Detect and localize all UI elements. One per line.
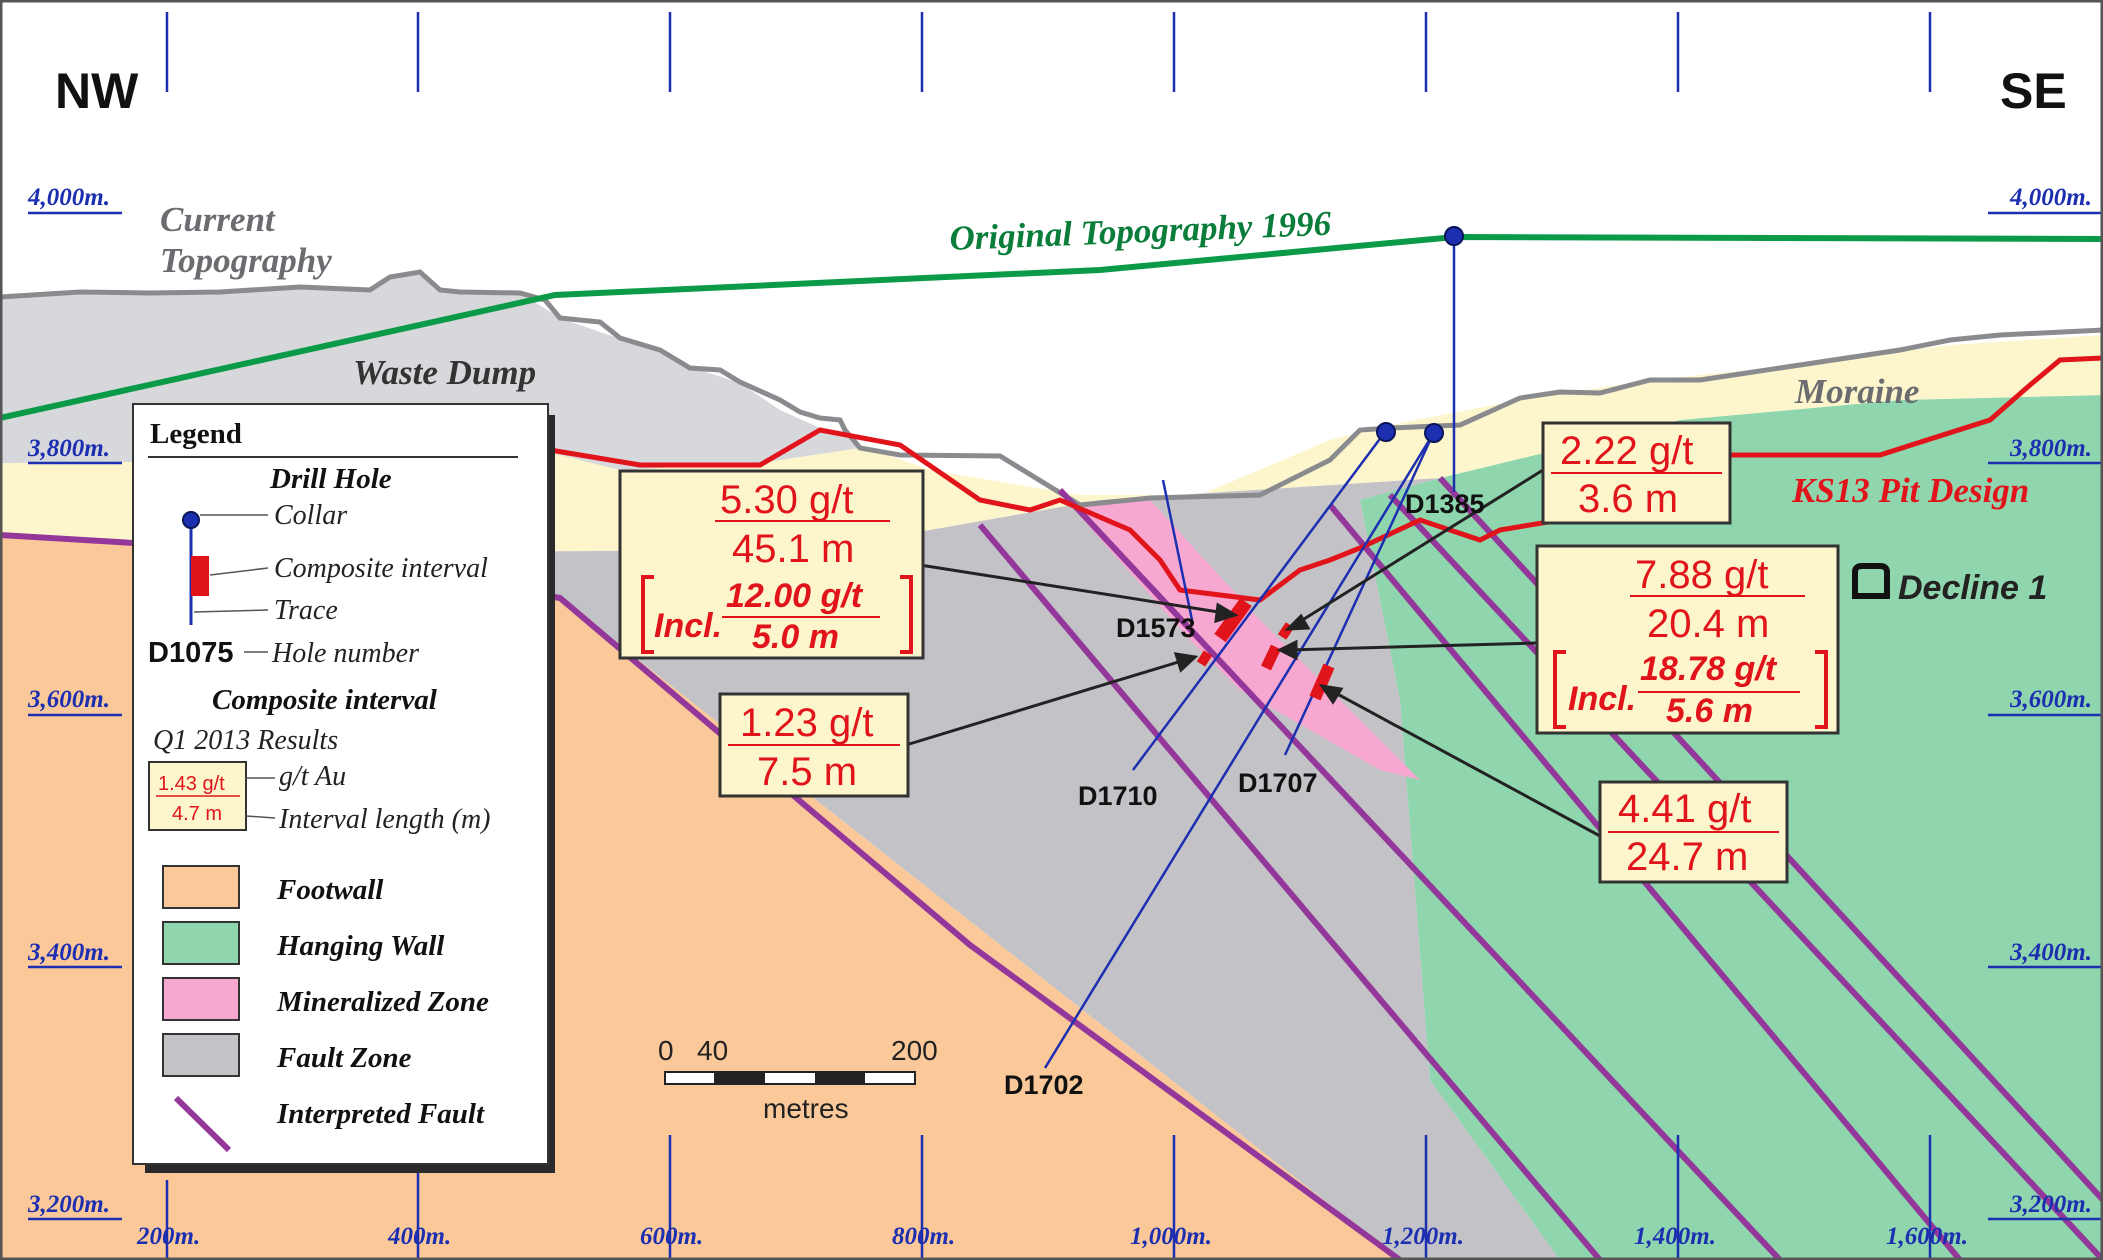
hole-label-d1702: D1702 — [1004, 1070, 1084, 1100]
legend-composite-heading: Composite interval — [212, 684, 438, 716]
elevation-right-4000: 4,000m. — [2009, 184, 2092, 211]
easting-1600: 1,600m. — [1886, 1223, 1968, 1250]
drill-traces — [1043, 238, 1456, 1069]
elevation-left-4000: 4,000m. — [27, 184, 110, 211]
legend-footwall: Footwall — [276, 874, 384, 906]
legend: Legend Drill Hole Collar Composite inter… — [132, 403, 555, 1173]
elevation-right-3200: 3,200m. — [2009, 1191, 2092, 1218]
legend-hanging-wall-swatch — [162, 921, 240, 965]
callout-4-grade: 7.88 g/t — [1635, 553, 1768, 597]
legend-grade-unit: g/t Au — [279, 761, 346, 792]
callout-1-length: 45.1 m — [732, 527, 854, 571]
callout-1-grade: 5.30 g/t — [720, 478, 853, 522]
legend-mineralized-zone: Mineralized Zone — [276, 986, 489, 1018]
current-topography-line — [0, 269, 2103, 508]
legend-fault-zone: Fault Zone — [276, 1042, 412, 1074]
collar-d1707 — [1424, 423, 1444, 443]
scale-tick-0: 0 — [658, 1035, 674, 1066]
callout-4-incl-length: 5.6 m — [1666, 692, 1753, 730]
callout-2-22: 2.22 g/t 3.6 m — [1541, 421, 1732, 525]
callout-2-grade: 1.23 g/t — [740, 701, 873, 745]
legend-interpreted-fault: Interpreted Fault — [276, 1098, 485, 1130]
easting-1000: 1,000m. — [1130, 1223, 1212, 1250]
easting-1200: 1,200m. — [1382, 1223, 1464, 1250]
callout-4-incl: Incl. — [1568, 680, 1636, 718]
elevation-left-3200: 3,200m. — [27, 1191, 110, 1218]
legend-fault-zone-swatch — [162, 1033, 240, 1077]
legend-trace: Trace — [274, 595, 338, 626]
direction-se: SE — [2000, 63, 2067, 119]
legend-mineralized-swatch — [162, 977, 240, 1021]
legend-length-desc: Interval length (m) — [278, 804, 491, 835]
legend-fault-line-swatch — [173, 1095, 232, 1153]
callout-7-88: 7.88 g/t 20.4 m Incl. 18.78 g/t 5.6 m — [1535, 544, 1840, 735]
callout-1-23: 1.23 g/t 7.5 m — [718, 692, 910, 798]
callout-5-length: 24.7 m — [1626, 835, 1748, 879]
easting-600: 600m. — [640, 1223, 703, 1250]
callout-3-grade: 2.22 g/t — [1560, 429, 1693, 473]
collar-d1385 — [1444, 226, 1464, 246]
legend-collar: Collar — [274, 500, 347, 531]
original-topography-line — [0, 233, 2103, 421]
callout-4-41: 4.41 g/t 24.7 m — [1598, 780, 1789, 884]
elevation-right-3800: 3,800m. — [2009, 435, 2092, 462]
easting-1400: 1,400m. — [1634, 1223, 1716, 1250]
callout-4-length: 20.4 m — [1647, 602, 1769, 646]
scale-tick-40: 40 — [697, 1035, 728, 1066]
scale-bar — [664, 1071, 916, 1085]
easting-200: 200m. — [136, 1223, 200, 1250]
hole-label-d1710: D1710 — [1078, 781, 1158, 811]
callout-arrows — [905, 468, 1601, 838]
legend-composite: Composite interval — [274, 553, 488, 584]
easting-400: 400m. — [387, 1223, 451, 1250]
callout-1-incl: Incl. — [654, 607, 722, 645]
easting-800: 800m. — [892, 1223, 955, 1250]
waste-dump-label: Waste Dump — [353, 353, 536, 392]
pit-design-line — [519, 355, 2103, 603]
callout-2-length: 7.5 m — [757, 750, 857, 794]
callout-3-length: 3.6 m — [1578, 477, 1678, 521]
decline-icon — [1852, 563, 1890, 599]
drill-collars — [1376, 226, 1464, 443]
legend-sample-length: 4.7 m — [172, 803, 222, 825]
current-topography-label-1: Current — [160, 200, 276, 239]
elevation-right-3600: 3,600m. — [2009, 686, 2092, 713]
legend-hole-example: D1075 — [148, 637, 233, 669]
callout-4-incl-grade: 18.78 g/t — [1640, 650, 1778, 688]
legend-hanging-wall: Hanging Wall — [276, 930, 445, 962]
callout-1-incl-grade: 12.00 g/t — [726, 577, 864, 615]
legend-title: Legend — [150, 418, 242, 450]
current-topography-label-2: Topography — [160, 241, 332, 280]
elevation-left-3800: 3,800m. — [27, 435, 110, 462]
legend-footwall-swatch — [162, 865, 240, 909]
callout-5-30: 5.30 g/t 45.1 m Incl. 12.00 g/t 5.0 m — [618, 469, 925, 660]
collar-d1710 — [1376, 422, 1396, 442]
decline-label: Decline 1 — [1898, 569, 2047, 607]
callout-1-incl-length: 5.0 m — [752, 618, 839, 656]
original-topography-label: Original Topography 1996 — [949, 204, 1333, 258]
moraine-label: Moraine — [1794, 372, 1919, 411]
mineralized-zone-area — [1070, 500, 1420, 780]
legend-sample-grade: 1.43 g/t — [158, 773, 225, 795]
hole-label-d1385: D1385 — [1405, 489, 1485, 519]
grid-ticks — [28, 12, 2103, 1260]
composite-intervals — [1196, 597, 1335, 701]
legend-hole-number: Hole number — [271, 638, 419, 669]
legend-results: Q1 2013 Results — [153, 725, 338, 756]
legend-drill-hole: Drill Hole — [269, 463, 392, 495]
elevation-left-3600: 3,600m. — [27, 686, 110, 713]
scale-unit: metres — [763, 1093, 849, 1124]
scale-tick-200: 200 — [891, 1035, 938, 1066]
pit-design-label: KS13 Pit Design — [1791, 471, 2029, 510]
direction-nw: NW — [55, 63, 139, 119]
callout-5-grade: 4.41 g/t — [1618, 787, 1751, 831]
hole-label-d1707: D1707 — [1238, 768, 1318, 798]
hole-label-d1573: D1573 — [1116, 613, 1196, 643]
elevation-right-3400: 3,400m. — [2009, 939, 2092, 966]
elevation-left-3400: 3,400m. — [27, 939, 110, 966]
